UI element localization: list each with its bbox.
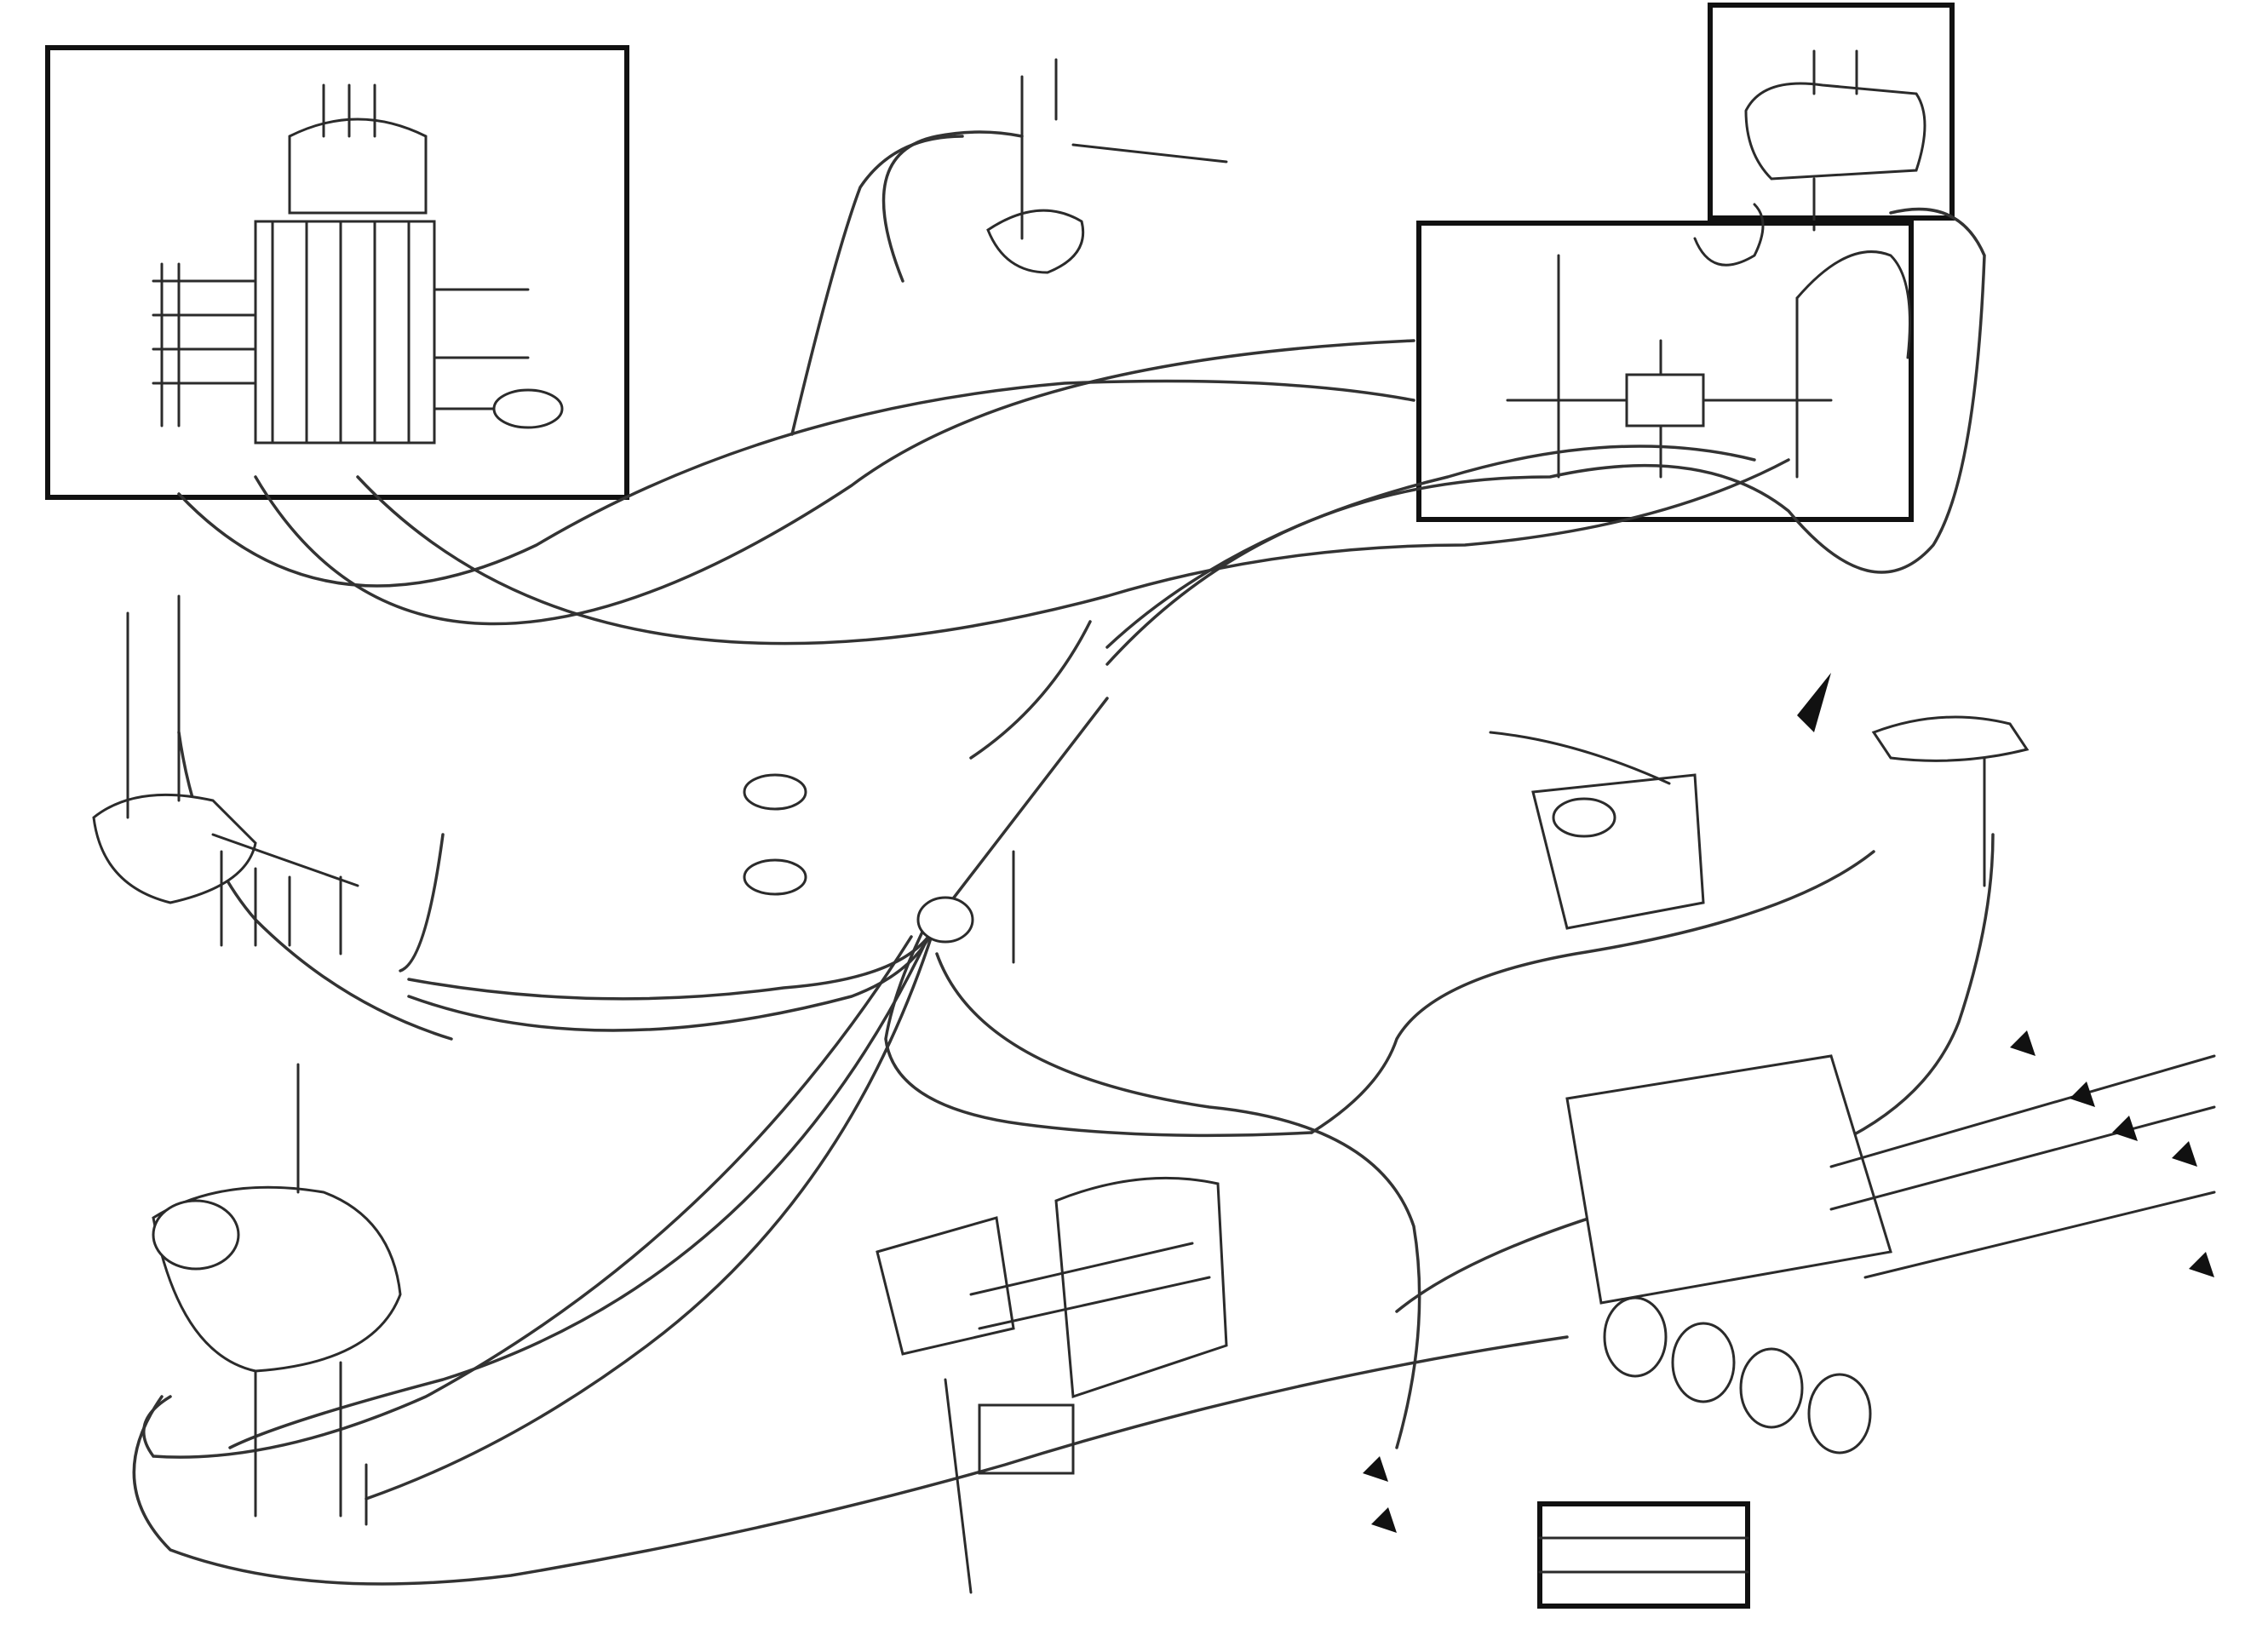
component-top-bracket	[986, 58, 1228, 274]
valve-block-drawing	[152, 83, 564, 445]
hose-network	[132, 130, 1995, 1586]
component-right-bracket	[1871, 715, 2030, 887]
detail-box-small-component	[1708, 3, 1955, 232]
component-left-valve	[92, 594, 359, 955]
arrow-markers	[1363, 673, 2214, 1533]
component-control-valve-bank	[1565, 1054, 2216, 1455]
component-clamps	[743, 773, 807, 896]
detail-box-valve-block	[45, 45, 629, 500]
component-middle-valve	[876, 1176, 1228, 1594]
component-tank	[1489, 731, 1705, 930]
component-centre-coupling	[916, 850, 1015, 964]
parts-table	[1537, 1501, 1750, 1609]
component-pump	[152, 1063, 402, 1526]
detail-box-manifold	[1416, 203, 1914, 522]
